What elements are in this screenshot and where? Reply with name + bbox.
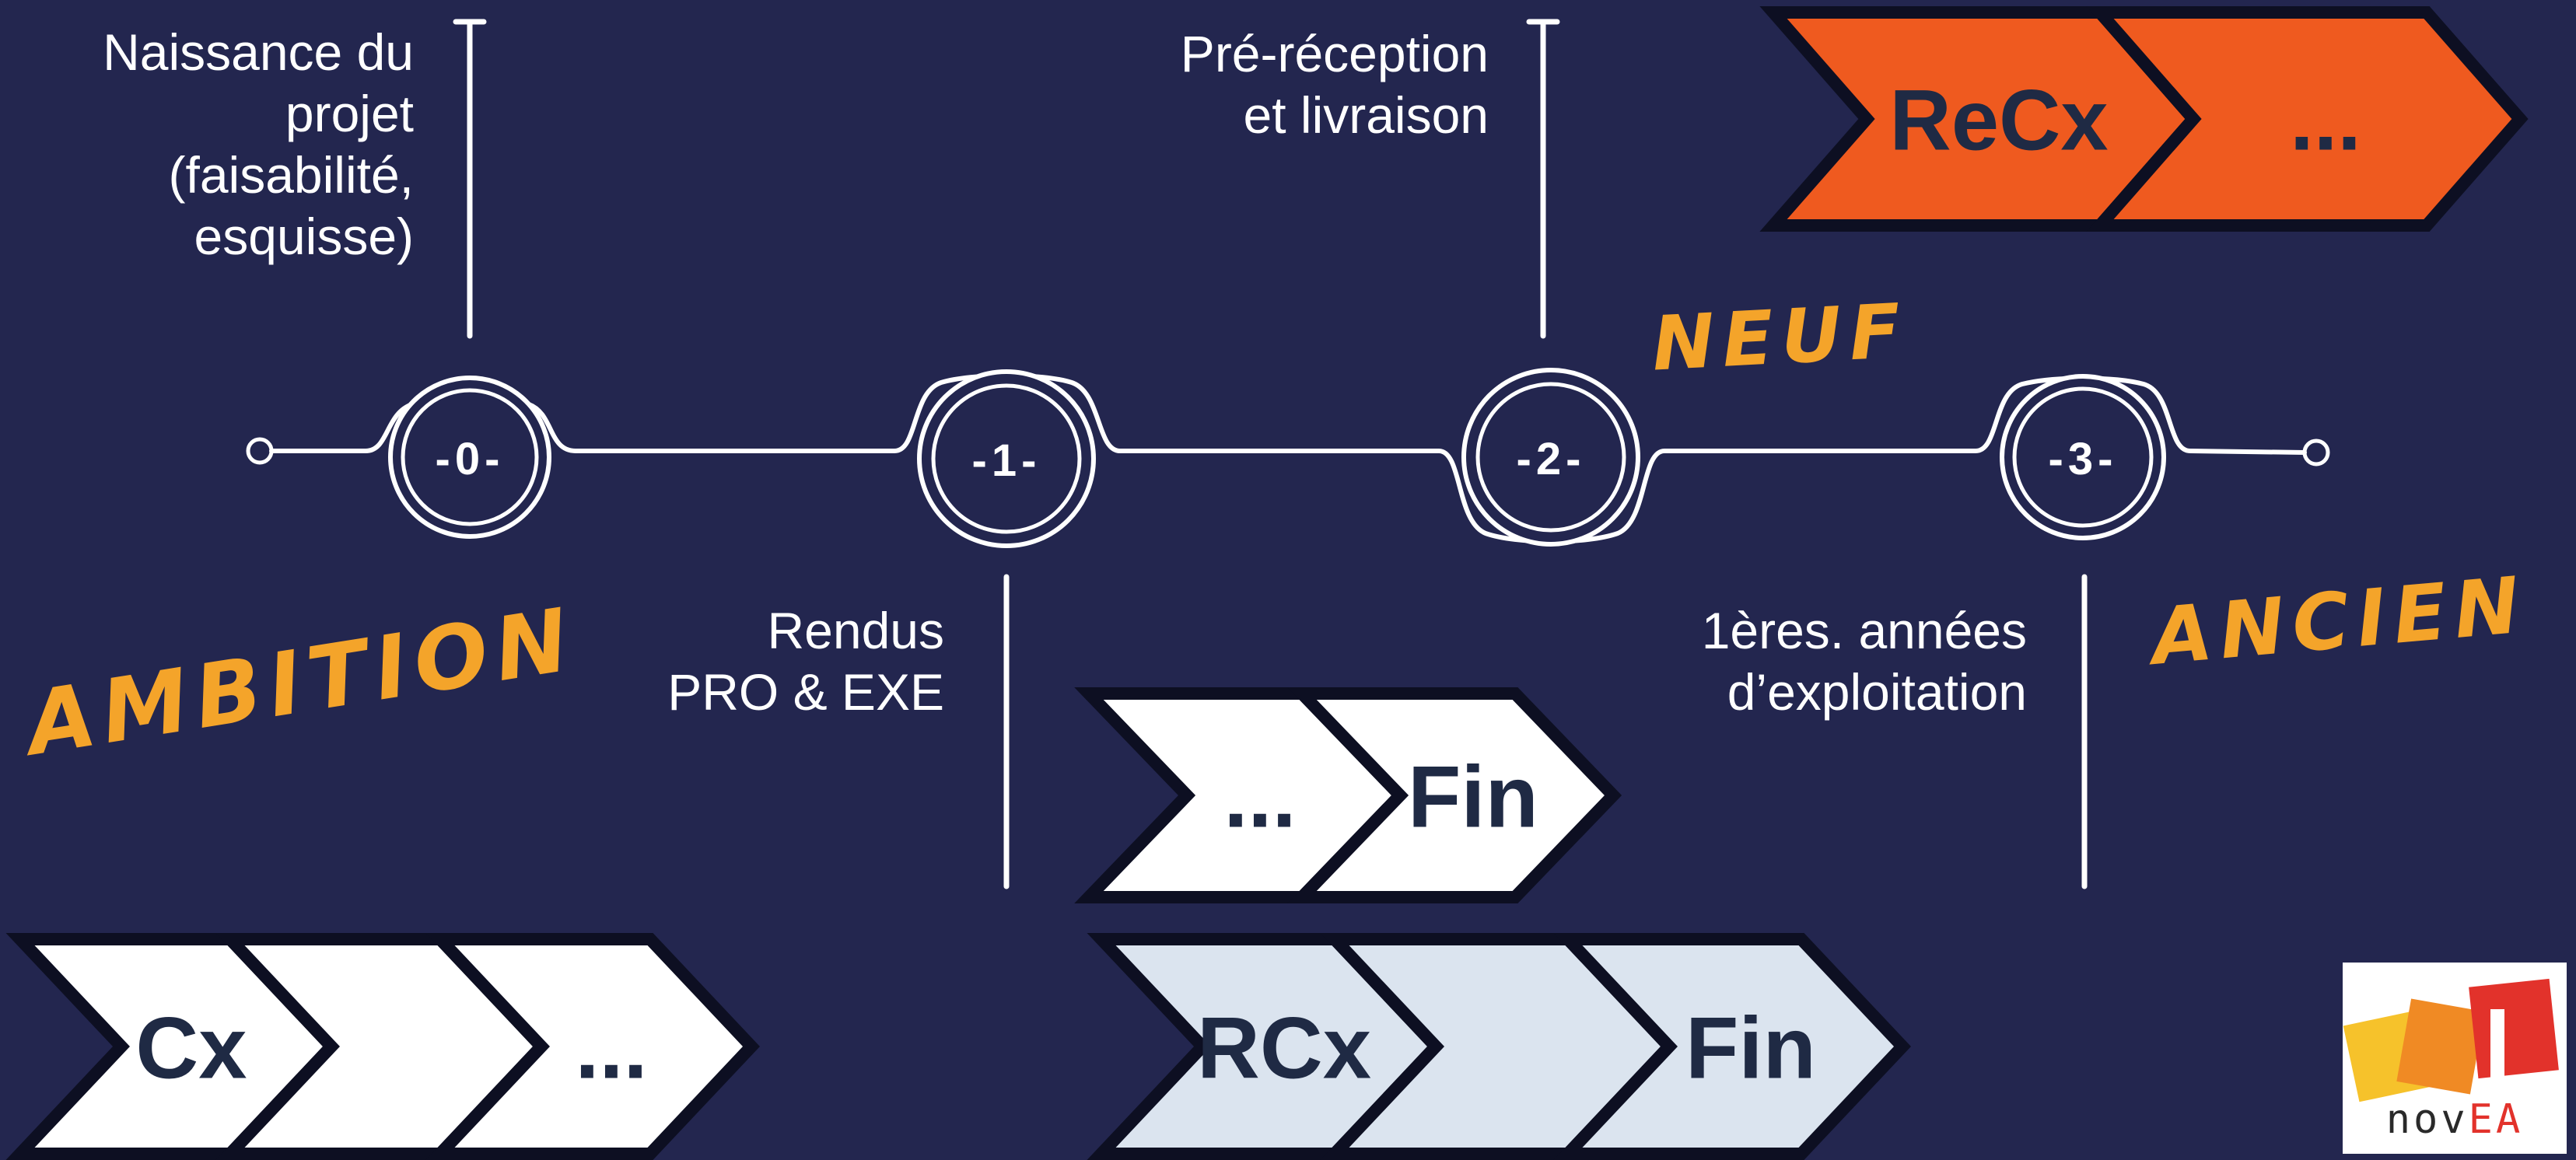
chevron-rcx-2 xyxy=(1553,933,1911,1160)
caption-stage-1: Rendus PRO & EXE xyxy=(622,600,944,723)
stage-node-1: -1- xyxy=(917,369,1096,548)
timeline-line xyxy=(269,373,2307,544)
stage-node-3: -3- xyxy=(2000,374,2166,540)
chevron-row-cx: Cx... xyxy=(5,933,760,1160)
chevron-row-recx: ReCx... xyxy=(1759,6,2529,232)
stage-label: -3- xyxy=(2049,434,2118,484)
stage-label: -0- xyxy=(436,434,505,484)
handwritten-neuf: NEUF xyxy=(1650,287,1911,388)
caption-line: et livraison xyxy=(1243,86,1489,144)
stage-node-0: -0- xyxy=(388,376,551,539)
stage-label: -2- xyxy=(1517,434,1586,484)
chevron-cx-2 xyxy=(425,933,760,1160)
logo-text-accent: EA xyxy=(2468,1096,2524,1143)
chevron-label: Fin xyxy=(1685,999,1816,1096)
caption-stage-0: Naissance du projet (faisabilité, esquis… xyxy=(0,22,414,267)
chevron-label: ... xyxy=(1223,748,1296,845)
caption-line: Naissance du xyxy=(103,23,414,81)
novea-logo: novEA xyxy=(2343,963,2567,1154)
caption-line: projet xyxy=(285,85,414,142)
chevron-label: ReCx xyxy=(1889,73,2108,169)
stage-nodes: -0- -1- -2- -3- xyxy=(388,368,2166,548)
timeline-start-dot xyxy=(246,437,274,465)
logo-text-plain: nov xyxy=(2385,1096,2469,1143)
chevron-row-fin_top: ... Fin xyxy=(1074,687,1622,903)
chevron-fin_top-1 xyxy=(1287,687,1622,903)
caption-line: 1ères. années xyxy=(1701,602,2027,659)
timeline-end-dot xyxy=(2302,438,2330,466)
caption-line: esquisse) xyxy=(194,208,414,265)
caption-line: Rendus xyxy=(767,602,945,659)
caption-stage-2: Pré-réception et livraison xyxy=(1089,23,1489,146)
stage-label: -1- xyxy=(972,435,1041,486)
caption-stage-3: 1ères. années d’exploitation xyxy=(1602,600,2027,723)
stage-node-2: -2- xyxy=(1461,368,1640,547)
caption-line: (faisabilité, xyxy=(168,146,414,204)
chevron-label: Fin xyxy=(1408,748,1538,845)
chevron-label: Cx xyxy=(135,999,247,1096)
logo-mark-icon xyxy=(2343,978,2559,1102)
chevron-label: ... xyxy=(2290,73,2361,169)
caption-line: d’exploitation xyxy=(1727,663,2027,721)
chevron-label: ... xyxy=(575,999,647,1096)
caption-line: PRO & EXE xyxy=(667,663,944,721)
logo-wordmark: novEA xyxy=(2343,1096,2567,1143)
caption-line: Pré-réception xyxy=(1180,25,1489,82)
chevron-row-rcx: RCx Fin xyxy=(1087,933,1911,1160)
chevron-label: RCx xyxy=(1197,999,1371,1096)
chevron-recx-1 xyxy=(2086,6,2529,232)
